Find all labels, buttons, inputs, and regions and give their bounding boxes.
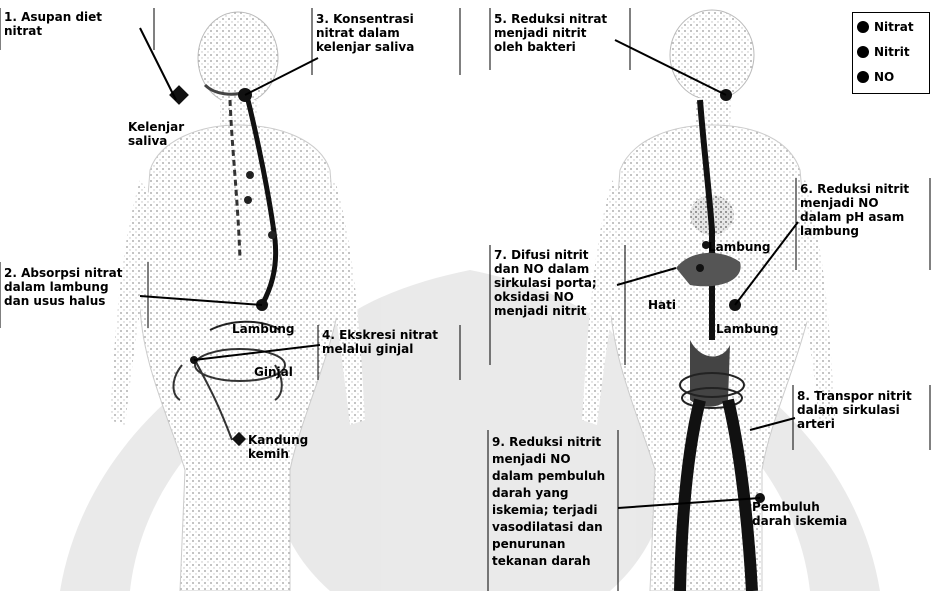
label-step-7: 7. Difusi nitrit dan NO dalam sirkulasi … <box>494 248 624 318</box>
label-step-1: 1. Asupan diet nitrat <box>4 10 152 38</box>
label-pembuluh-darah: Pembuluh darah iskemia <box>752 500 862 528</box>
label-step-5: 5. Reduksi nitrat menjadi nitrit oleh ba… <box>494 12 628 54</box>
label-step-6: 6. Reduksi nitrit menjadi NO dalam pH as… <box>800 182 928 238</box>
legend-dot-icon <box>857 21 869 33</box>
label-lambung-left: Lambung <box>232 322 312 336</box>
legend-label: Nitrat <box>874 20 914 34</box>
label-kelenjar-saliva: Kelenjar saliva <box>128 120 208 148</box>
label-step-8: 8. Transpor nitrit dalam sirkulasi arter… <box>797 389 929 431</box>
label-step-9: 9. Reduksi nitrit menjadi NO dalam pembu… <box>492 434 616 570</box>
label-ginjal: Ginjal <box>254 365 314 379</box>
legend-label: Nitrit <box>874 45 910 59</box>
label-step-2: 2. Absorpsi nitrat dalam lambung dan usu… <box>4 266 146 308</box>
legend-dot-icon <box>857 71 869 83</box>
legend-label: NO <box>874 70 894 84</box>
label-lambung-right-top: Lambung <box>708 240 780 254</box>
label-kandung-kemih: Kandung kemih <box>248 433 318 461</box>
label-lambung-right-bottom: Lambung <box>716 322 788 336</box>
legend-item-no: NO <box>857 66 929 88</box>
legend-item-nitrit: Nitrit <box>857 41 929 63</box>
legend-dot-icon <box>857 46 869 58</box>
label-step-4: 4. Ekskresi nitrat melalui ginjal <box>322 328 458 356</box>
label-hati: Hati <box>648 298 688 312</box>
label-step-3: 3. Konsentrasi nitrat dalam kelenjar sal… <box>316 12 458 54</box>
legend: Nitrat Nitrit NO <box>852 12 930 94</box>
legend-item-nitrat: Nitrat <box>857 16 929 38</box>
